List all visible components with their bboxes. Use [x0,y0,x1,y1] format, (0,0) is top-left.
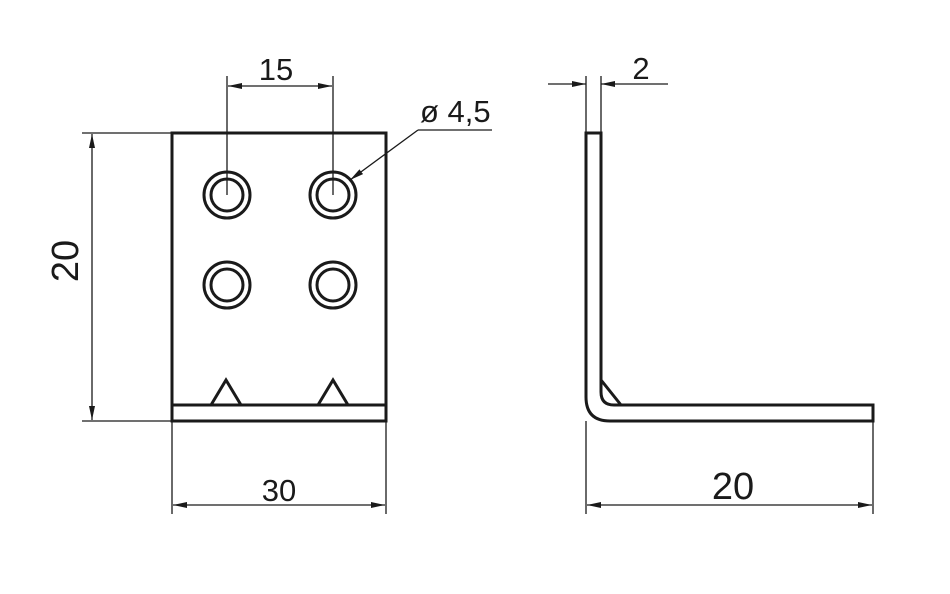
front-view: 15 ø 4,5 20 30 [45,52,492,514]
dim-height-label: 20 [45,240,87,282]
hole-bottom-right [308,260,358,310]
plate-outline [170,131,388,423]
side-view: 2 20 [548,51,875,514]
rib-left [209,377,243,406]
dim-thickness-label: 2 [632,51,649,86]
hole-bottom-left [202,260,252,310]
dim-leg-length: 20 [585,421,874,514]
rib-right [316,377,350,406]
dim-hole-spacing-label: 15 [259,52,293,87]
dim-hole-diameter-label: ø 4,5 [420,94,491,129]
angle-profile [584,131,875,423]
dim-height: 20 [45,132,172,422]
dim-width: 30 [171,421,387,514]
dim-hole-spacing: 15 [226,52,334,195]
dim-thickness: 2 [548,51,668,133]
dim-width-label: 30 [262,473,296,508]
rib-section [599,379,623,406]
dim-leg-length-label: 20 [712,466,754,508]
dim-hole-diameter: ø 4,5 [349,94,492,181]
